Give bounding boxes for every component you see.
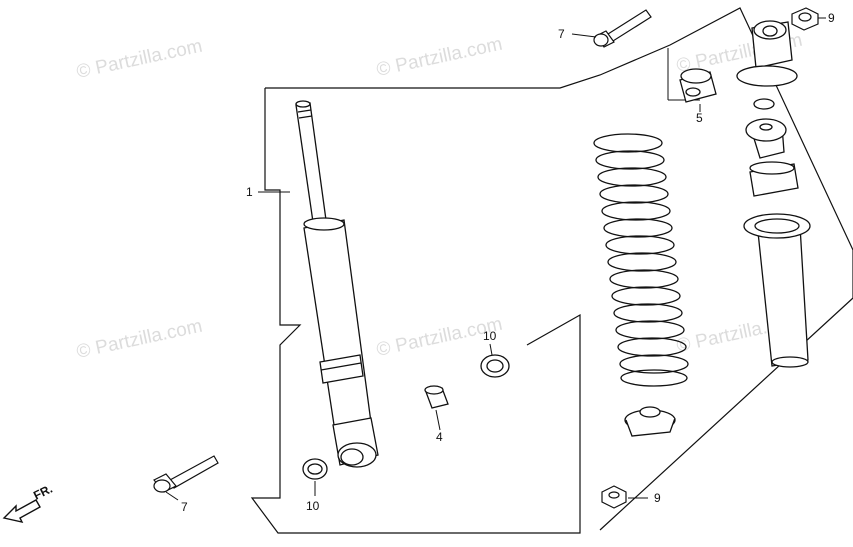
coil-spring	[593, 133, 689, 387]
seal-left	[302, 458, 328, 480]
leader-lines	[165, 17, 826, 501]
outer-frame-right	[265, 7, 853, 531]
callouts: 1 7 5 9 10 4 10 7 9	[181, 11, 835, 514]
spring-seat	[624, 406, 676, 437]
callout-4: 4	[436, 430, 443, 444]
bushing	[679, 68, 717, 103]
nut-top	[791, 7, 819, 31]
front-direction-arrow-icon	[2, 499, 41, 524]
watermark: © Partzilla.com	[375, 34, 505, 81]
watermark: © Partzilla.com	[75, 316, 205, 363]
callout-9-top: 9	[828, 11, 835, 25]
seal-right	[480, 354, 510, 378]
front-direction-indicator: FR.	[2, 482, 55, 524]
callout-10-right: 10	[483, 329, 497, 343]
outer-frame	[250, 88, 581, 534]
nut-bottom	[601, 485, 627, 509]
callout-7-bottom: 7	[181, 500, 188, 514]
dust-boot	[743, 213, 811, 368]
shock-absorber	[295, 100, 379, 468]
collar	[424, 385, 449, 409]
callout-7-top: 7	[558, 27, 565, 41]
bolt-top	[593, 9, 652, 48]
callout-10-left: 10	[306, 499, 320, 513]
watermark: © Partzilla.com	[75, 36, 205, 83]
bolt-bottom	[153, 455, 219, 493]
callout-1: 1	[246, 185, 253, 199]
callout-9-bottom: 9	[654, 491, 661, 505]
upper-mount	[736, 20, 799, 197]
callout-5: 5	[696, 111, 703, 125]
direction-label: FR.	[31, 482, 55, 503]
